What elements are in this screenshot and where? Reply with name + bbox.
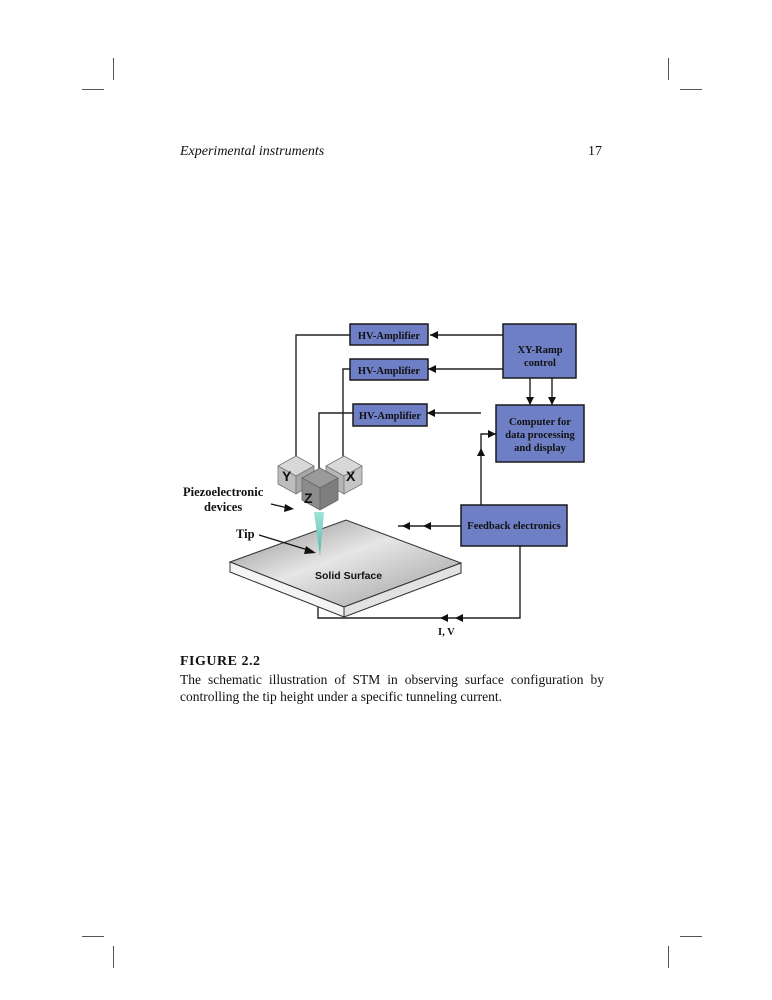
tip-label: Tip xyxy=(236,527,255,541)
figure-caption-text: The schematic illustration of STM in obs… xyxy=(180,672,604,704)
piezo-pointer-head xyxy=(284,504,294,512)
piezo-cubes xyxy=(277,455,363,511)
xy-ramp-label-1: XY-Ramp xyxy=(517,345,562,356)
tip-pointer-head xyxy=(304,546,316,554)
hv-amplifier-2-box: HV-Amplifier xyxy=(349,358,429,381)
computer-label-1: Computer for xyxy=(509,417,571,428)
cube-x-label: X xyxy=(346,468,356,484)
crop-mark xyxy=(113,946,114,968)
cube-z-label: Z xyxy=(304,490,313,506)
piezo-label-1: Piezoelectronic xyxy=(183,485,264,499)
hv-amplifier-3-box: HV-Amplifier xyxy=(352,403,428,427)
feedback-box: Feedback electronics xyxy=(460,504,568,547)
hv-amplifier-3-label: HV-Amplifier xyxy=(359,411,422,422)
xy-ramp-label-2: control xyxy=(524,358,556,369)
xy-ramp-box: XY-Ramp control xyxy=(502,323,577,379)
page-number: 17 xyxy=(588,144,602,159)
iv-label: I, V xyxy=(438,627,455,638)
running-head: Experimental instruments xyxy=(180,144,325,159)
arrowheads xyxy=(402,331,556,622)
hv-amplifier-1-label: HV-Amplifier xyxy=(358,331,421,342)
piezo-label-2: devices xyxy=(204,500,242,514)
tip-icon xyxy=(314,512,324,556)
tip-pointer xyxy=(258,534,309,551)
crop-mark xyxy=(82,936,104,937)
crop-mark xyxy=(680,89,702,90)
computer-label-3: and display xyxy=(514,443,566,454)
crop-mark xyxy=(668,946,669,968)
hv-amplifier-2-label: HV-Amplifier xyxy=(358,366,421,377)
crop-mark xyxy=(113,58,114,80)
crop-mark xyxy=(82,89,104,90)
crop-mark xyxy=(668,58,669,80)
crop-mark xyxy=(680,936,702,937)
solid-surface xyxy=(228,519,463,618)
surface-label: Solid Surface xyxy=(315,570,382,582)
cube-y-label: Y xyxy=(282,468,292,484)
feedback-label: Feedback electronics xyxy=(467,521,560,532)
computer-label-2: data processing xyxy=(505,430,575,441)
computer-box: Computer for data processing and display xyxy=(495,404,585,463)
figure-caption-title: FIGURE 2.2 xyxy=(180,654,261,669)
hv-amplifier-1-box: HV-Amplifier xyxy=(349,323,429,346)
